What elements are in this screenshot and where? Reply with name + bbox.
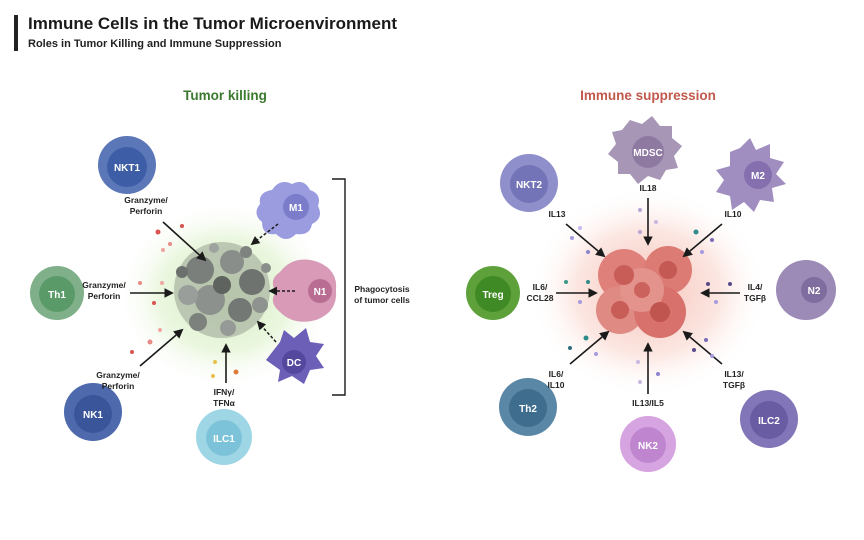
- dc-label: DC: [287, 358, 301, 369]
- ilc2-cell: ILC2: [740, 390, 798, 448]
- th2-cell: Th2: [499, 378, 557, 436]
- title-accent-bar: [14, 15, 18, 51]
- ilc2-arrow: [682, 330, 723, 365]
- page-subtitle: Roles in Tumor Killing and Immune Suppre…: [28, 38, 282, 50]
- phagocytosis-bracket: [332, 178, 346, 396]
- nkt2-granules: [570, 226, 590, 254]
- nkt1-granzyme-label-1: Granzyme/: [124, 195, 168, 205]
- dc-dashed-arrow: [256, 320, 277, 343]
- m2-il10-label: IL10: [724, 209, 741, 219]
- mdsc-cell: MDSC: [608, 116, 682, 184]
- nk1-granzyme-label-2: Perforin: [102, 381, 135, 391]
- m1-dashed-arrow: [250, 223, 279, 246]
- ilc2-granules: [692, 338, 714, 358]
- th2-label: Th2: [519, 404, 537, 415]
- nk1-granules: [130, 328, 162, 354]
- ilc1-ifn-label-1: IFNγ/: [214, 387, 235, 397]
- treg-il6-label-1: IL6/: [533, 282, 548, 292]
- nkt2-il13-label: IL13: [548, 209, 565, 219]
- m2-label: M2: [751, 171, 765, 182]
- nkt2-cell: NKT2: [500, 154, 558, 212]
- ilc1-ifn-label-2: TFNα: [213, 398, 236, 408]
- m1-label: M1: [289, 203, 303, 214]
- th1-granzyme-label-1: Granzyme/: [82, 280, 126, 290]
- nkt2-arrow: [565, 223, 606, 258]
- dc-cell: DC: [266, 328, 324, 384]
- ilc2-il13-label-2: TGFβ: [723, 380, 745, 390]
- ilc2-il13-label-1: IL13/: [724, 369, 744, 379]
- th2-il6-label-1: IL6/: [549, 369, 564, 379]
- killing-heading: Tumor killing: [183, 88, 267, 103]
- nk1-arrow: [139, 328, 184, 367]
- m2-granules: [693, 229, 714, 254]
- page-title: Immune Cells in the Tumor Microenvironme…: [28, 14, 398, 33]
- th1-granzyme-label-2: Perforin: [88, 291, 121, 301]
- phagocytosis-label-2: of tumor cells: [354, 295, 410, 305]
- nkt1-label: NKT1: [114, 163, 141, 174]
- n2-granules: [706, 282, 732, 304]
- n2-cell: N2: [776, 260, 836, 320]
- n1-cell: N1: [272, 259, 337, 322]
- nk2-granules: [636, 360, 660, 384]
- nk1-granzyme-label-1: Granzyme/: [96, 370, 140, 380]
- th2-il6-label-2: IL10: [547, 380, 564, 390]
- mdsc-il18-label: IL18: [639, 183, 656, 193]
- nkt1-arrow: [162, 221, 207, 262]
- mdsc-label: MDSC: [633, 148, 662, 159]
- suppression-heading: Immune suppression: [580, 88, 716, 103]
- nkt1-cell: NKT1: [98, 136, 156, 194]
- n2-il4-label-1: IL4/: [748, 282, 763, 292]
- ilc1-label: ILC1: [213, 434, 235, 445]
- m2-arrow: [682, 223, 723, 258]
- nk2-cell: NK2: [620, 416, 676, 472]
- th2-granules: [568, 335, 598, 356]
- nk1-label: NK1: [83, 410, 103, 421]
- nkt2-label: NKT2: [516, 180, 543, 191]
- nk2-label: NK2: [638, 441, 658, 452]
- nkt1-granules: [155, 224, 184, 252]
- th1-cell: Th1: [30, 266, 84, 320]
- n2-label: N2: [808, 286, 821, 297]
- nk1-cell: NK1: [64, 383, 122, 441]
- mdsc-granules: [638, 208, 658, 234]
- th1-granules: [138, 281, 164, 305]
- n1-label: N1: [314, 287, 327, 298]
- tumor-cell-cluster: [596, 246, 692, 338]
- dying-tumor-cluster: [174, 242, 271, 338]
- ilc1-granules: [211, 360, 239, 378]
- ilc1-cell: ILC1: [196, 409, 252, 465]
- phagocytosis-label-1: Phagocytosis: [354, 284, 410, 294]
- nkt1-granzyme-label-2: Perforin: [130, 206, 163, 216]
- treg-il6-label-2: CCL28: [527, 293, 554, 303]
- treg-cell: Treg: [466, 266, 520, 320]
- n2-il4-label-2: TGFβ: [744, 293, 766, 303]
- th1-label: Th1: [48, 290, 66, 301]
- treg-granules: [564, 280, 590, 304]
- ilc2-label: ILC2: [758, 416, 780, 427]
- m1-cell: M1: [256, 182, 320, 239]
- treg-label: Treg: [482, 290, 503, 301]
- nk2-il13-label: IL13/IL5: [632, 398, 664, 408]
- m2-cell: M2: [716, 138, 786, 212]
- th2-arrow: [569, 330, 610, 365]
